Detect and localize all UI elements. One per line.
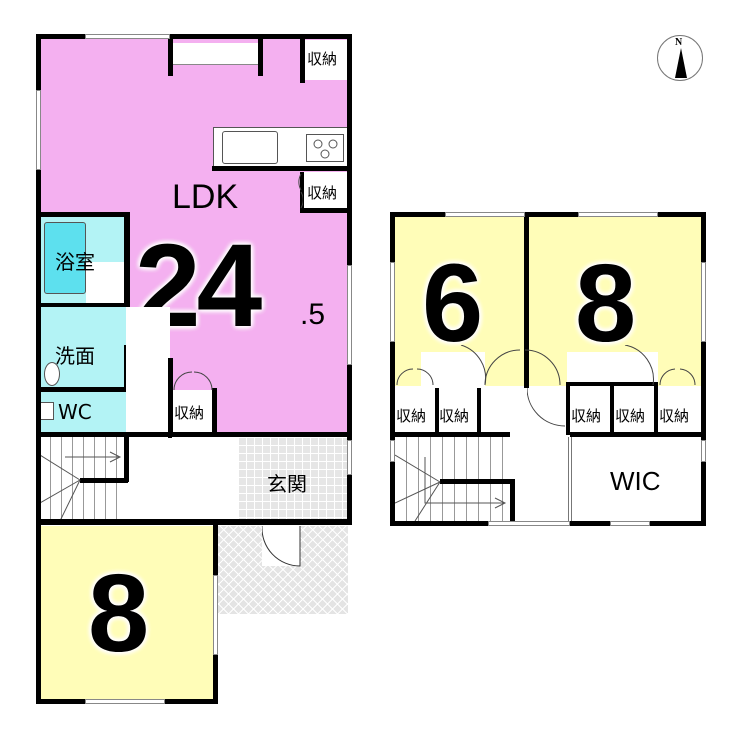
window — [85, 34, 170, 39]
storage-label: 収納 — [439, 407, 470, 425]
bedroom-2f-left-size: 6 — [422, 242, 484, 365]
storage-label: 収納 — [307, 184, 338, 202]
bedroom-2f-right-size: 8 — [575, 242, 637, 365]
storage-label: 収納 — [396, 407, 427, 425]
bath-label: 浴室 — [55, 250, 95, 274]
door-swing-icon — [298, 173, 303, 209]
window — [213, 575, 218, 655]
storage-closet-1 — [303, 40, 348, 80]
floor-1-plan: 収納 収納 LDK 24 .5 浴室 洗面 WC 収納 玄関 8 — [36, 34, 352, 704]
window — [701, 262, 706, 342]
north-label: N — [675, 37, 683, 48]
bedroom-1f-size: 8 — [88, 552, 150, 675]
storage-label: 収納 — [571, 407, 602, 425]
storage-closet-2 — [303, 172, 348, 210]
stove-icon — [306, 134, 344, 162]
window — [85, 699, 165, 704]
window — [347, 440, 352, 475]
toilet-label: WC — [58, 400, 92, 424]
storage-closet-3 — [172, 390, 214, 434]
floor-2-plan: 6 8 収納 収納 収納 収納 収納 WIC — [370, 0, 740, 740]
walk-in-closet — [573, 437, 701, 521]
window — [36, 90, 41, 170]
door-swing-icon — [173, 371, 213, 391]
window — [701, 440, 706, 462]
storage-label: 収納 — [615, 407, 646, 425]
door-swing-icon — [527, 388, 566, 427]
bedroom-1f — [40, 526, 214, 700]
bathtub-icon — [44, 222, 86, 294]
toilet-icon — [40, 402, 54, 420]
storage-label: 収納 — [174, 404, 205, 422]
washroom-label: 洗面 — [55, 344, 95, 368]
ldk-size-decimal: .5 — [300, 298, 326, 331]
wic-label: WIC — [610, 466, 661, 496]
window — [578, 212, 658, 217]
ldk-label: LDK — [172, 178, 239, 216]
window — [390, 262, 395, 342]
toilet-room — [40, 392, 126, 432]
window — [445, 212, 525, 217]
north-arrow-icon — [675, 48, 687, 78]
hallway — [126, 307, 170, 437]
shelf — [172, 43, 262, 65]
storage-label: 収納 — [659, 407, 690, 425]
storage-label: 収納 — [307, 50, 338, 68]
entrance-genkan — [238, 437, 348, 521]
entrance-label: 玄関 — [267, 472, 307, 496]
window — [488, 521, 570, 526]
stair-arrow-icon — [40, 451, 122, 521]
hallway-2f — [515, 437, 569, 521]
front-door-icon — [262, 526, 301, 567]
door-swings-icon — [396, 345, 696, 386]
window — [610, 521, 650, 526]
stair-arrow-icon — [395, 454, 507, 521]
window — [390, 440, 395, 462]
north-compass: N — [657, 35, 703, 81]
sink-icon — [44, 362, 60, 386]
kitchen-sink-icon — [222, 131, 278, 164]
window — [347, 265, 352, 365]
